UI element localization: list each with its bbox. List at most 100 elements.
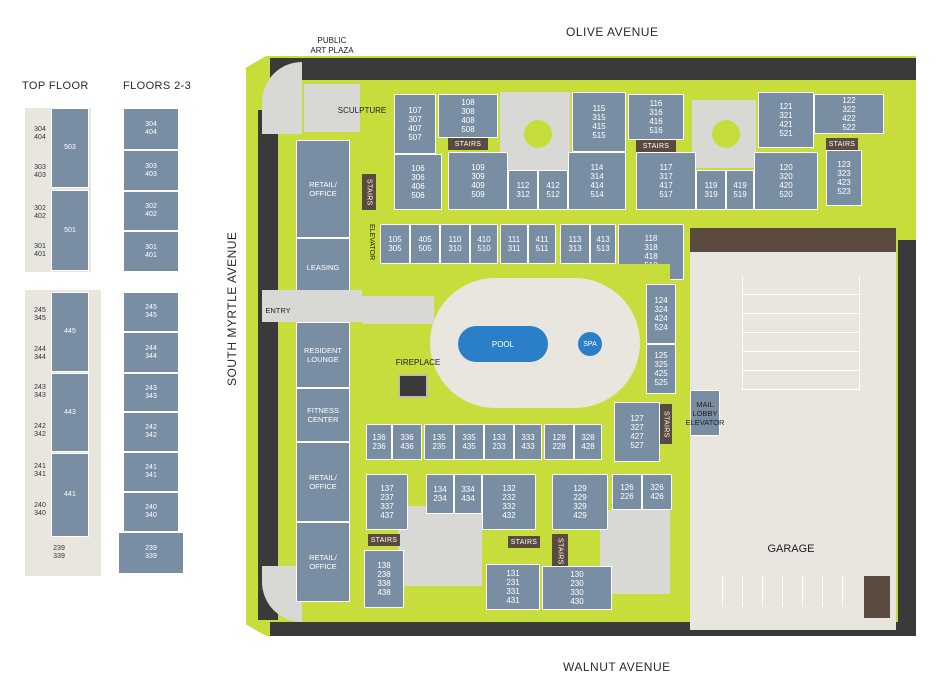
unit-114[interactable]: 114 314 414 514	[568, 152, 626, 210]
unit-117[interactable]: 117 317 417 517	[636, 152, 696, 210]
unit-116[interactable]: 116 316 416 516	[628, 94, 684, 140]
unit-109[interactable]: 109 309 409 509	[448, 152, 508, 210]
legend-fl-301: 301 401	[123, 231, 179, 272]
garage-stalls-bottom	[722, 576, 862, 606]
legend-fl-304: 304 404	[123, 108, 179, 150]
unit-131[interactable]: 131 231 331 431	[486, 564, 540, 610]
legend-fl-240: 240 340	[123, 492, 179, 532]
unit-328[interactable]: 328 428	[574, 424, 602, 460]
unit-112[interactable]: 112 312	[508, 170, 538, 210]
legend-fl-244: 244 344	[123, 332, 179, 373]
unit-113[interactable]: 113 313	[560, 224, 590, 264]
legend-tf-242: 242 342	[34, 423, 46, 438]
unit-119[interactable]: 119 319	[696, 170, 726, 210]
unit-138[interactable]: 138 238 338 438	[364, 550, 404, 608]
fitness-center[interactable]: FITNESS CENTER	[296, 388, 350, 442]
unit-106[interactable]: 106 306 406 506	[394, 154, 442, 210]
unit-105[interactable]: 105 305	[380, 224, 410, 264]
spa-label: SPA	[583, 340, 597, 348]
unit-123[interactable]: 123 323 423 523	[826, 150, 862, 206]
unit-413[interactable]: 413 513	[590, 224, 616, 264]
unit-137[interactable]: 137 237 337 437	[366, 474, 408, 530]
unit-108[interactable]: 108 308 408 508	[438, 94, 498, 138]
retail-office-south[interactable]: RETAIL/ OFFICE	[296, 522, 350, 602]
unit-134[interactable]: 134 234	[426, 474, 454, 514]
legend-fl-242: 242 342	[123, 412, 179, 452]
legend-fl-302: 302 402	[123, 191, 179, 231]
stairs-north-1[interactable]: STAIRS	[448, 138, 488, 150]
unit-110[interactable]: 110 310	[440, 224, 470, 264]
spa[interactable]: SPA	[578, 332, 602, 356]
legend-tf-501: 501	[51, 190, 89, 271]
unit-121[interactable]: 121 321 421 521	[758, 92, 814, 148]
stairs-north-3[interactable]: STAIRS	[826, 138, 858, 150]
unit-410[interactable]: 410 510	[470, 224, 498, 264]
unit-326[interactable]: 326 426	[642, 474, 672, 510]
garage-stalls	[742, 276, 860, 390]
leasing-office[interactable]: LEASING	[296, 238, 350, 296]
unit-111[interactable]: 111 311	[500, 224, 528, 264]
legend-tf-443: 443	[51, 373, 89, 452]
resident-lounge[interactable]: RESIDENT LOUNGE	[296, 322, 350, 388]
legend-top-floor-title: TOP FLOOR	[22, 80, 89, 92]
legend-tf-304: 304 404	[34, 126, 46, 141]
legend-tf-241: 241 341	[34, 463, 46, 478]
sculpture-label: SCULPTURE	[337, 106, 387, 115]
stairs-north-2[interactable]: STAIRS	[636, 140, 676, 152]
legend-tf-302: 302 402	[34, 205, 46, 220]
unit-405[interactable]: 405 505	[410, 224, 440, 264]
unit-126[interactable]: 126 226	[612, 474, 642, 510]
unit-125[interactable]: 125 325 425 525	[646, 344, 676, 394]
legend-tf-245: 245 345	[34, 307, 46, 322]
unit-412[interactable]: 412 512	[538, 170, 568, 210]
unit-419[interactable]: 419 519	[726, 170, 754, 210]
north-courtyard-1-circle	[524, 120, 552, 148]
legend-tf-441: 441	[51, 453, 89, 537]
stairs-south-2[interactable]: STAIRS	[508, 536, 540, 548]
unit-411[interactable]: 411 511	[528, 224, 556, 264]
stairs-south-3[interactable]: STAIRS	[552, 534, 568, 568]
legend-tf-303: 303 403	[34, 164, 46, 179]
retail-office-north[interactable]: RETAIL/ OFFICE	[296, 140, 350, 238]
legend-floors-title: FLOORS 2-3	[123, 80, 192, 92]
unit-333[interactable]: 333 433	[514, 424, 542, 460]
unit-129[interactable]: 129 229 329 429	[552, 474, 608, 530]
stairs-south-1[interactable]: STAIRS	[368, 534, 400, 546]
art-plaza	[304, 84, 360, 132]
pool-label: POOL	[491, 339, 515, 349]
unit-336[interactable]: 336 436	[392, 424, 422, 460]
legend-tf-243: 243 343	[34, 384, 46, 399]
unit-136[interactable]: 136 236	[366, 424, 392, 460]
unit-128[interactable]: 128 228	[544, 424, 574, 460]
unit-130[interactable]: 130 230 330 430	[542, 566, 612, 610]
unit-124[interactable]: 124 324 424 524	[646, 284, 676, 344]
elevator-label: ELEVATOR	[368, 223, 375, 261]
pool[interactable]: POOL	[458, 326, 548, 362]
unit-135[interactable]: 135 235	[424, 424, 454, 460]
unit-334[interactable]: 334 434	[454, 474, 482, 514]
mail-lobby-elevator[interactable]: MAIL LOBBY ELEVATOR	[686, 390, 724, 436]
entry-label: ENTRY	[265, 306, 291, 315]
north-wall	[270, 58, 916, 80]
courtyard-walk	[362, 296, 434, 324]
legend-tf-244: 244 344	[34, 346, 46, 361]
legend-fl-243: 243 343	[123, 373, 179, 412]
garage-corner-block	[864, 576, 890, 618]
south-courtyard-1	[398, 506, 482, 586]
west-wall	[258, 110, 278, 620]
unit-132[interactable]: 132 232 332 432	[482, 474, 536, 530]
legend-tf-239: 239 339	[53, 545, 65, 560]
retail-office-middle[interactable]: RETAIL/ OFFICE	[296, 442, 350, 522]
stairs-west[interactable]: STAIRS	[362, 174, 376, 210]
east-wall	[898, 240, 916, 636]
legend-fl-241: 241 341	[123, 452, 179, 492]
unit-127[interactable]: 127 327 427 527	[614, 402, 660, 462]
unit-115[interactable]: 115 315 415 515	[572, 92, 626, 152]
unit-122[interactable]: 122 322 422 522	[814, 94, 884, 134]
stairs-east[interactable]: STAIRS	[660, 404, 672, 444]
public-art-plaza-label: PUBLIC ART PLAZA	[310, 36, 354, 55]
unit-120[interactable]: 120 320 420 520	[754, 152, 818, 210]
unit-335[interactable]: 335 435	[454, 424, 484, 460]
unit-133[interactable]: 133 233	[484, 424, 514, 460]
unit-107[interactable]: 107 307 407 507	[394, 94, 436, 154]
